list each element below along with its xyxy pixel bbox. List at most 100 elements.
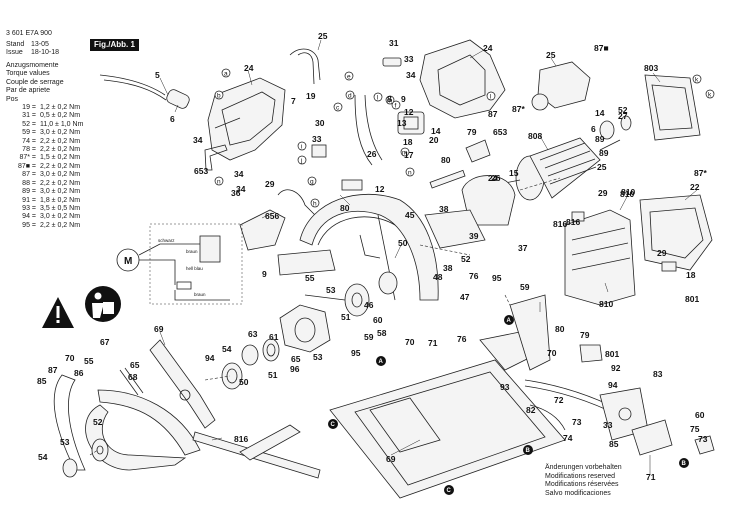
torque-value: 1,2 ± 0,2 Nm xyxy=(40,104,81,112)
callout-h: h xyxy=(310,198,320,208)
spring-arm xyxy=(53,374,86,471)
part-label: 87 xyxy=(48,365,58,375)
svg-text:m: m xyxy=(402,150,407,157)
part-label: 86 xyxy=(74,368,84,378)
part-label: 25 xyxy=(546,50,556,60)
svg-text:B: B xyxy=(526,448,531,454)
cable-30 xyxy=(277,189,316,216)
part-label: 95 xyxy=(351,348,361,358)
ref-a-base: A xyxy=(376,356,386,366)
torque-row: 94 =3,0 ± 0,2 Nm xyxy=(6,213,83,221)
part-label: 14 xyxy=(431,126,441,136)
torque-row: 87■ =2,2 ± 0,2 Nm xyxy=(6,163,83,171)
part-label: 70 xyxy=(65,353,75,363)
torque-row: 87* =1,5 ± 0,2 Nm xyxy=(6,154,83,162)
svg-text:A: A xyxy=(379,359,384,365)
part-label: 24 xyxy=(244,63,254,73)
torque-value: 3,0 ± 0,2 Nm xyxy=(40,188,81,196)
part-label: 656 xyxy=(265,211,279,221)
svg-text:C: C xyxy=(447,488,452,494)
callout-d: d xyxy=(345,90,355,100)
torque-value: 3,5 ± 0,5 Nm xyxy=(40,204,81,212)
part-label: 48 xyxy=(433,272,443,282)
torque-value: 0,5 ± 0,2 Nm xyxy=(40,112,81,120)
note-en: Modifications reserved xyxy=(545,472,616,480)
wiring-labels: schwarz braun hell blau braun xyxy=(158,238,206,297)
part-label: 31 xyxy=(389,38,399,48)
part-label: 15 xyxy=(509,168,519,178)
part-label: 85 xyxy=(609,439,619,449)
part-label: 61 xyxy=(269,332,279,342)
cable-lead xyxy=(289,48,321,81)
part-label: 38 xyxy=(439,204,449,214)
reference-markers: A A B B C C xyxy=(328,315,689,495)
part-label: 65 xyxy=(130,360,140,370)
part-label: 803 xyxy=(644,63,658,73)
part-label: 36 xyxy=(231,188,241,198)
part-label: 816 xyxy=(553,219,567,229)
svg-text:C: C xyxy=(331,422,336,428)
stand-label: Stand xyxy=(6,41,25,48)
torque-value: 2,2 ± 0,2 Nm xyxy=(40,162,81,170)
part-label: 653 xyxy=(493,127,507,137)
wiring-diagram: M xyxy=(116,223,243,305)
part-label: 55 xyxy=(84,356,94,366)
rod-80 xyxy=(429,169,466,189)
part-label: 54 xyxy=(38,452,48,462)
part-label: 9 xyxy=(401,94,406,104)
part-label: 50 xyxy=(239,377,249,387)
depth-stop xyxy=(631,419,673,456)
part-label: 93 xyxy=(500,382,510,392)
torque-title-es: Par de apriete xyxy=(6,87,50,95)
part-label: 53 xyxy=(326,285,336,295)
armature xyxy=(504,137,621,201)
part-label: 75 xyxy=(690,424,700,434)
torque-pos: 95 = xyxy=(22,221,36,229)
part-number-labels: 25 31 33 34 24 25 87■ 803 5 24 6 7 19 8 … xyxy=(37,31,708,482)
torque-row: 52 =11,0 ± 1,0 Nm xyxy=(6,121,83,129)
part-label: 60 xyxy=(373,315,383,325)
clamping-flange xyxy=(62,458,78,478)
part-label: 20 xyxy=(429,135,439,145)
part-label: 76 xyxy=(457,334,467,344)
svg-text:i: i xyxy=(301,144,302,151)
part-label: 80 xyxy=(555,324,565,334)
warning-icon xyxy=(42,297,74,328)
torque-row: 19 =1,2 ± 0,2 Nm xyxy=(6,104,83,112)
part-label: 71 xyxy=(646,472,656,482)
part-label: 72 xyxy=(554,395,564,405)
svg-text:a: a xyxy=(224,71,228,78)
switch xyxy=(397,111,425,135)
part-label: 82 xyxy=(526,405,536,415)
part-label: 73 xyxy=(572,417,582,427)
part-label: 26 xyxy=(491,173,501,183)
part-label: 67 xyxy=(100,337,110,347)
torque-value: 3,0 ± 0,2 Nm xyxy=(40,171,81,179)
torque-value: 2,2 ± 0,2 Nm xyxy=(40,179,81,187)
callout-a: a xyxy=(221,68,231,78)
torque-pos: 93 = xyxy=(22,204,36,212)
scale-plate xyxy=(277,249,336,276)
callout-b: b xyxy=(214,90,224,100)
read-manual-icon xyxy=(85,286,121,322)
part-label: 24 xyxy=(488,173,498,183)
part-label: 55 xyxy=(305,273,315,283)
svg-text:g: g xyxy=(310,179,314,186)
part-label: 810 xyxy=(599,299,613,309)
svg-text:f: f xyxy=(395,103,397,110)
part-label: 83 xyxy=(653,369,663,379)
callout-l-2: l xyxy=(486,91,496,101)
torque-row: 78 =2,2 ± 0,2 Nm xyxy=(6,146,83,154)
part-label: 30 xyxy=(315,118,325,128)
torque-row: 95 =2,2 ± 0,2 Nm xyxy=(6,222,83,230)
part-label: 29 xyxy=(657,248,667,258)
ref-c-base: C xyxy=(444,485,454,495)
ref-b-base: B xyxy=(523,445,533,455)
svg-text:m: m xyxy=(387,98,392,105)
part-label: 53 xyxy=(60,437,70,447)
callout-i: i xyxy=(297,141,307,151)
part-label: 54 xyxy=(222,344,232,354)
svg-text:d: d xyxy=(348,93,352,100)
part-label: 816 xyxy=(234,434,248,444)
